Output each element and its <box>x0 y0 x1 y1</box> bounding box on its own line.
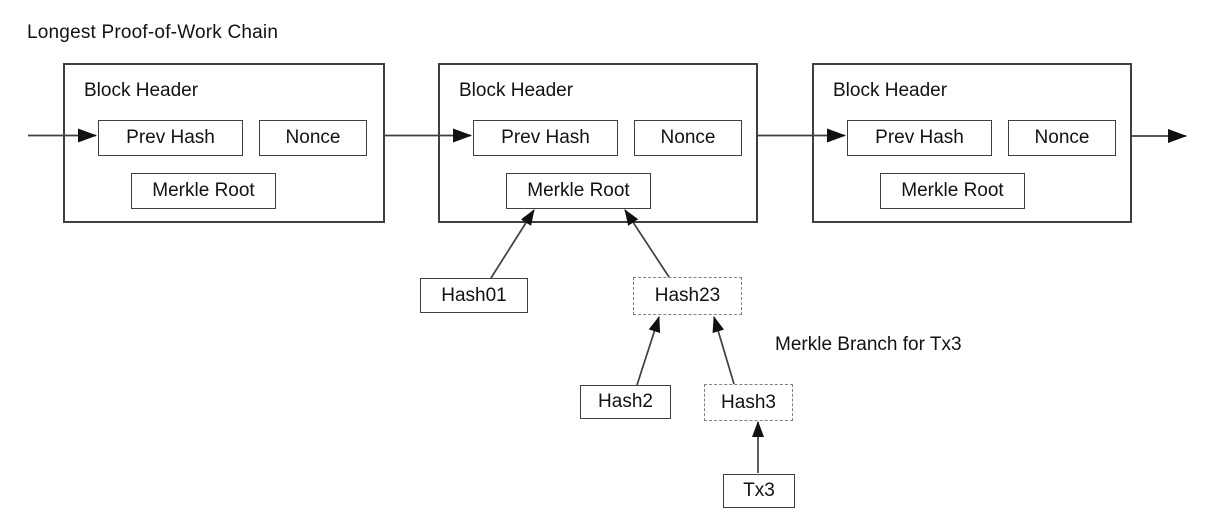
hash23-box: Hash23 <box>633 277 742 315</box>
block-1-title: Block Header <box>84 80 199 101</box>
merkle-branch-annotation: Merkle Branch for Tx3 <box>775 334 962 355</box>
hash01-box: Hash01 <box>420 278 528 313</box>
block-2: Block Header Prev Hash Nonce Merkle Root <box>438 63 758 223</box>
diagram-title: Longest Proof-of-Work Chain <box>27 22 279 43</box>
block-3-merkle-root-box: Merkle Root <box>880 173 1025 209</box>
block-1-nonce-box: Nonce <box>259 120 367 156</box>
hash2-box: Hash2 <box>580 385 671 419</box>
arrow-hash2-to-hash23 <box>636 316 661 386</box>
block-1-prev-hash-box: Prev Hash <box>98 120 243 156</box>
block-1: Block Header Prev Hash Nonce Merkle Root <box>63 63 385 223</box>
block-2-prev-hash-box: Prev Hash <box>473 120 618 156</box>
block-3-nonce-box: Nonce <box>1008 120 1116 156</box>
block-3: Block Header Prev Hash Nonce Merkle Root <box>812 63 1132 223</box>
block-2-merkle-root-box: Merkle Root <box>506 173 651 209</box>
hash3-box: Hash3 <box>704 384 793 421</box>
block-3-title: Block Header <box>833 80 948 101</box>
arrow-hash3-to-hash23 <box>712 316 735 385</box>
block-2-title: Block Header <box>459 80 574 101</box>
block-2-nonce-box: Nonce <box>634 120 742 156</box>
tx3-box: Tx3 <box>723 474 795 508</box>
block-3-prev-hash-box: Prev Hash <box>847 120 992 156</box>
block-1-merkle-root-box: Merkle Root <box>131 173 276 209</box>
